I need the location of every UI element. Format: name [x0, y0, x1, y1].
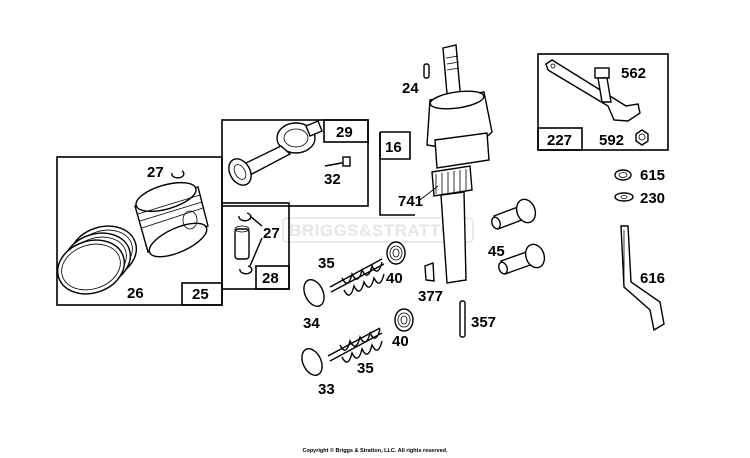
- callout-562: 562: [621, 65, 646, 82]
- piston-rings-part[interactable]: [51, 218, 144, 302]
- callout-34: 34: [303, 315, 320, 332]
- callout-40-lower: 40: [392, 333, 409, 350]
- washer-part[interactable]: [614, 192, 634, 202]
- group-box-16[interactable]: [379, 131, 415, 216]
- callout-592: 592: [599, 132, 624, 149]
- callout-26: 26: [127, 285, 144, 302]
- spring-retainer-upper-part[interactable]: [386, 241, 406, 265]
- lever-nut-part[interactable]: [635, 129, 649, 146]
- rod-bolt-part[interactable]: [324, 156, 351, 167]
- governor-shaft-part[interactable]: [620, 225, 665, 332]
- watermark-logo: BRIGGS&STRATTON: [282, 217, 474, 243]
- callout-377: 377: [418, 288, 443, 305]
- callout-32: 32: [324, 171, 341, 188]
- spring-retainer-lower-part[interactable]: [394, 308, 414, 332]
- callout-33: 33: [318, 381, 335, 398]
- callout-24: 24: [402, 80, 419, 97]
- callout-615: 615: [640, 167, 665, 184]
- group-box-227[interactable]: [537, 53, 669, 151]
- lever-bolt-part[interactable]: [594, 67, 612, 103]
- callout-27-top: 27: [147, 164, 164, 181]
- pin-357-part[interactable]: [459, 300, 466, 338]
- watermark-text: BRIGGS&STRATTON: [289, 221, 467, 240]
- tappet-upper-part[interactable]: [490, 197, 538, 230]
- callout-16: 16: [385, 139, 402, 156]
- callout-35-upper: 35: [318, 255, 335, 272]
- tappet-lower-part[interactable]: [497, 242, 547, 275]
- group-box-29[interactable]: [221, 119, 369, 207]
- piston-clip-part[interactable]: [171, 170, 185, 179]
- piston-part[interactable]: [133, 177, 211, 264]
- callout-40-upper: 40: [386, 270, 403, 287]
- crank-key-part[interactable]: [423, 63, 430, 79]
- crankshaft-part[interactable]: [426, 44, 493, 284]
- piston-pin-part[interactable]: [234, 212, 263, 275]
- callout-230: 230: [640, 190, 665, 207]
- callout-27-pin: 27: [263, 225, 280, 242]
- group-box-28[interactable]: [221, 202, 290, 290]
- copyright-text: Copyright © Briggs & Stratton, LLC. All …: [302, 447, 448, 454]
- callout-25: 25: [192, 286, 209, 303]
- key-377-part[interactable]: [424, 262, 435, 282]
- leader-lines: [419, 185, 439, 201]
- callout-357: 357: [471, 314, 496, 331]
- connecting-rod-part[interactable]: [224, 120, 323, 189]
- intake-valve-part[interactable]: [300, 258, 385, 309]
- exhaust-valve-part[interactable]: [298, 327, 383, 378]
- callout-45: 45: [488, 243, 505, 260]
- callout-616: 616: [640, 270, 665, 287]
- callout-741: 741: [398, 193, 423, 210]
- governor-cup-part[interactable]: [614, 169, 632, 181]
- callout-35-lower: 35: [357, 360, 374, 377]
- callout-227: 227: [547, 132, 572, 149]
- callout-29: 29: [336, 124, 353, 141]
- callout-28: 28: [262, 270, 279, 287]
